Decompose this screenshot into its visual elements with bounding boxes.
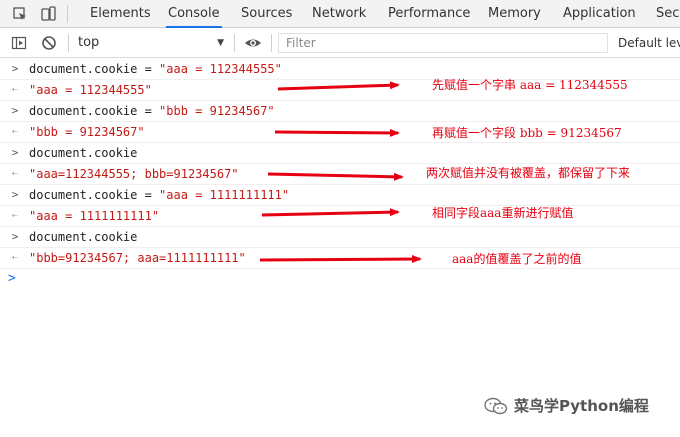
prompt-chevron-icon: >: [8, 271, 16, 286]
console-toolbar: top ▼ Filter Default lev: [0, 28, 680, 58]
output-value[interactable]: "aaa = 1111111111": [29, 209, 160, 223]
console-output-row: ⇠ "bbb = 91234567": [0, 122, 680, 143]
console-output-row: ⇠ "aaa=112344555; bbb=91234567": [0, 164, 680, 185]
input-chevron-icon: >: [11, 104, 19, 117]
toolbar-separator: [271, 34, 272, 52]
input-expression: document.cookie =: [29, 62, 160, 76]
tab-elements[interactable]: Elements: [90, 6, 151, 21]
toolbar-separator: [68, 34, 69, 52]
filter-input[interactable]: Filter: [278, 33, 608, 53]
annotation-note: 先赋值一个字串 aaa = 112344555: [432, 78, 628, 92]
tab-performance[interactable]: Performance: [388, 6, 471, 21]
watermark-text: 菜鸟学Python编程: [514, 397, 649, 415]
tab-sources[interactable]: Sources: [241, 6, 293, 21]
clear-console-icon[interactable]: [41, 35, 57, 51]
tab-console[interactable]: Console: [166, 0, 222, 28]
sidebar-toggle-icon[interactable]: [11, 35, 27, 51]
input-chevron-icon: >: [11, 230, 19, 243]
console-input-row: > document.cookie = "aaa = 112344555": [0, 59, 680, 80]
toolbar-separator: [234, 34, 235, 52]
input-string: "aaa = 1111111111": [159, 188, 290, 202]
input-string: "bbb = 91234567": [159, 104, 275, 118]
input-chevron-icon: >: [11, 146, 19, 159]
console-input-row: > document.cookie = "aaa = 1111111111": [0, 185, 680, 206]
annotation-note: aaa的值覆盖了之前的值: [452, 252, 582, 266]
console-output-row: ⇠ "aaa = 112344555": [0, 80, 680, 101]
output-value[interactable]: "aaa=112344555; bbb=91234567": [29, 167, 239, 181]
input-expression: document.cookie: [29, 146, 138, 160]
tab-network[interactable]: Network: [312, 6, 367, 21]
tab-memory[interactable]: Memory: [488, 6, 541, 21]
output-return-icon: ⇠: [11, 252, 19, 263]
console-input-row: > document.cookie: [0, 227, 680, 248]
output-return-icon: ⇠: [11, 126, 19, 137]
context-selector-value: top: [78, 35, 100, 50]
console-output-row: ⇠ "aaa = 1111111111": [0, 206, 680, 227]
output-value[interactable]: "bbb = 91234567": [29, 125, 145, 139]
output-return-icon: ⇠: [11, 84, 19, 95]
input-expression: document.cookie =: [29, 188, 160, 202]
input-expression: document.cookie: [29, 230, 138, 244]
tab-bar-separator: [67, 5, 68, 23]
console-output-row: ⇠ "bbb=91234567; aaa=1111111111": [0, 248, 680, 269]
tab-application[interactable]: Application: [563, 6, 636, 21]
input-chevron-icon: >: [11, 62, 19, 75]
output-return-icon: ⇠: [11, 168, 19, 179]
annotation-note: 再赋值一个字段 bbb = 91234567: [432, 126, 622, 140]
device-toolbar-icon[interactable]: [40, 6, 56, 22]
log-levels-dropdown[interactable]: Default lev: [618, 36, 680, 50]
input-chevron-icon: >: [11, 188, 19, 201]
wechat-icon: [484, 397, 508, 415]
console-messages: > document.cookie = "aaa = 112344555" ⇠ …: [0, 59, 680, 291]
context-selector[interactable]: top ▼: [78, 33, 228, 53]
eye-icon[interactable]: [244, 35, 262, 51]
dropdown-arrow-icon: ▼: [217, 38, 224, 48]
devtools-tab-bar: Elements Console Sources Network Perform…: [0, 0, 680, 28]
annotation-note: 两次赋值并没有被覆盖，都保留了下来: [426, 166, 631, 180]
input-expression: document.cookie =: [29, 104, 160, 118]
console-prompt[interactable]: >: [0, 269, 680, 291]
console-input-row: > document.cookie: [0, 143, 680, 164]
annotation-note: 相同字段aaa重新进行赋值: [432, 206, 574, 220]
inspect-element-icon[interactable]: [12, 6, 28, 22]
console-input-row: > document.cookie = "bbb = 91234567": [0, 101, 680, 122]
output-return-icon: ⇠: [11, 210, 19, 221]
output-value[interactable]: "aaa = 112344555": [29, 83, 152, 97]
output-value[interactable]: "bbb=91234567; aaa=1111111111": [29, 251, 246, 265]
input-string: "aaa = 112344555": [159, 62, 282, 76]
tab-security[interactable]: Secu: [656, 6, 680, 21]
